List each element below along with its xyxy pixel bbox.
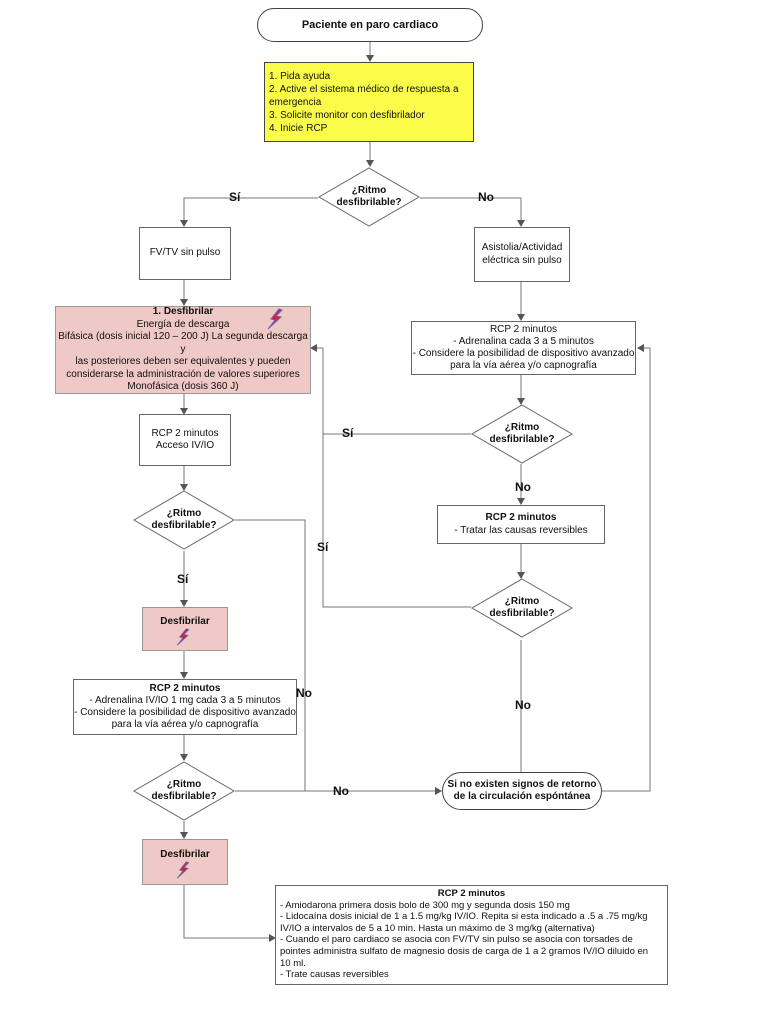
- fvtv-box: FV/TV sin pulso: [139, 227, 231, 280]
- start-terminal: Paciente en paro cardiaco: [257, 8, 483, 42]
- rcp-acceso-line1: RCP 2 minutos: [151, 427, 219, 439]
- rcp-left-box: RCP 2 minutos - Adrenalina IV/IO 1 mg ca…: [73, 679, 297, 735]
- lightning-icon: [176, 861, 190, 879]
- decision-1-line2: desfibrilable?: [336, 197, 402, 208]
- final-line-7: - Trate causas reversibles: [280, 969, 389, 981]
- defib1-line-2: Bifásica (dosis inicial 120 – 200 J) La …: [58, 331, 308, 355]
- label-si-3: Sí: [317, 540, 329, 554]
- rosc-terminal: Si no existen signos de retorno de la ci…: [442, 772, 602, 810]
- final-title: RCP 2 minutos: [437, 888, 506, 899]
- final-rcp-box: RCP 2 minutos - Amiodarona primera dosis…: [275, 885, 668, 985]
- initial-steps-box: 1. Pida ayuda 2. Active el sistema médic…: [264, 62, 474, 142]
- decision-right-3-line1: ¿Ritmo: [504, 596, 540, 607]
- decision-right-2-line2: desfibrilable?: [489, 434, 555, 445]
- defibrillate-1-title: 1. Desfibrilar: [152, 306, 214, 318]
- final-line-6: 10 ml.: [280, 957, 306, 969]
- decision-right-3-line2: desfibrilable?: [489, 608, 555, 619]
- rcp-right-2-box: RCP 2 minutos - Tratar las causas revers…: [437, 505, 605, 544]
- rcp-left-line-1: - Adrenalina IV/IO 1 mg cada 3 a 5 minut…: [89, 695, 281, 706]
- rcp-right-1-line-3: para la vía aérea y/o capnografía: [450, 360, 597, 371]
- defib1-line-4: considerarse la administración de valore…: [66, 368, 300, 380]
- step-3: 3. Solicite monitor con desfibrilador: [269, 109, 425, 121]
- decision-left-3-line2: desfibrilable?: [151, 791, 217, 802]
- rcp-right-2-line-1: - Tratar las causas reversibles: [454, 524, 588, 536]
- label-no-1: No: [478, 190, 494, 204]
- decision-left-2-line2: desfibrilable?: [151, 520, 217, 531]
- rcp-left-line-3: para la vía aérea y/o capnografía: [111, 719, 259, 730]
- rcp-left-line-2: - Considere la posibilidad de dispositiv…: [74, 707, 296, 718]
- final-line-1: - Amiodarona primera dosis bolo de 300 m…: [280, 899, 570, 911]
- rosc-line1: Si no existen signos de retorno: [447, 778, 597, 790]
- defibrillate-2-label: Desfibrilar: [160, 616, 210, 627]
- decision-1-line1: ¿Ritmo: [351, 185, 387, 196]
- lightning-icon: [267, 308, 283, 330]
- final-line-2: - Lidocaína dosis inicial de 1 a 1.5 mg/…: [280, 911, 648, 923]
- rcp-right-1-line-1: - Adrenalina cada 3 a 5 minutos: [453, 336, 594, 347]
- defibrillate-1-box: 1. Desfibrilar Energía de descarga Bifás…: [55, 306, 311, 394]
- label-no-2: No: [515, 480, 531, 494]
- step-4: 4. Inicie RCP: [269, 122, 328, 134]
- label-no-5: No: [333, 784, 349, 798]
- label-no-4: No: [515, 698, 531, 712]
- label-si-4: Sí: [177, 572, 189, 586]
- step-2: 2. Active el sistema médico de respuesta…: [269, 83, 459, 108]
- rcp-right-2-title: RCP 2 minutos: [485, 512, 557, 523]
- final-line-5: pointes administra sulfato de magnesio d…: [280, 945, 649, 957]
- start-text: Paciente en paro cardiaco: [301, 18, 439, 31]
- fvtv-text: FV/TV sin pulso: [149, 247, 221, 259]
- rosc-line2: de la circulación espóntánea: [453, 791, 591, 802]
- decision-right-2-line1: ¿Ritmo: [504, 422, 540, 433]
- asistolia-line2: eléctrica sin pulso: [482, 254, 562, 266]
- rcp-right-1-title: RCP 2 minutos: [489, 324, 558, 335]
- decision-left-2-line1: ¿Ritmo: [166, 508, 202, 519]
- lightning-icon: [176, 628, 190, 646]
- final-line-3: IV/IO a intervalos de 5 a 10 min. Hasta …: [280, 922, 595, 934]
- final-line-4: - Cuando el paro cardiaco se asocia con …: [280, 934, 633, 946]
- rcp-left-title: RCP 2 minutos: [149, 683, 221, 694]
- defib1-line-1: Energía de descarga: [136, 318, 230, 330]
- label-si-2: Sí: [342, 426, 354, 440]
- label-no-3: No: [296, 686, 312, 700]
- asistolia-box: Asistolia/Actividad eléctrica sin pulso: [474, 227, 570, 282]
- defibrillate-2-box: Desfibrilar: [142, 607, 228, 651]
- rcp-right-1-line-2: - Considere la posibilidad de dispositiv…: [412, 348, 635, 359]
- decision-left-3-line1: ¿Ritmo: [166, 779, 202, 790]
- rcp-acceso-line2: Acceso IV/IO: [155, 440, 215, 451]
- label-si-1: Sí: [229, 190, 241, 204]
- rcp-acceso-box: RCP 2 minutos Acceso IV/IO: [139, 414, 231, 466]
- step-1: 1. Pida ayuda: [269, 70, 331, 82]
- defibrillate-3-label: Desfibrilar: [160, 849, 210, 860]
- defibrillate-3-box: Desfibrilar: [142, 839, 228, 885]
- defib1-line-3: las posteriores deben ser equivalentes y…: [75, 356, 291, 368]
- rcp-right-1-box: RCP 2 minutos - Adrenalina cada 3 a 5 mi…: [411, 321, 636, 375]
- defib1-line-5: Monofásica (dosis 360 J): [127, 381, 239, 393]
- asistolia-line1: Asistolia/Actividad: [481, 242, 563, 253]
